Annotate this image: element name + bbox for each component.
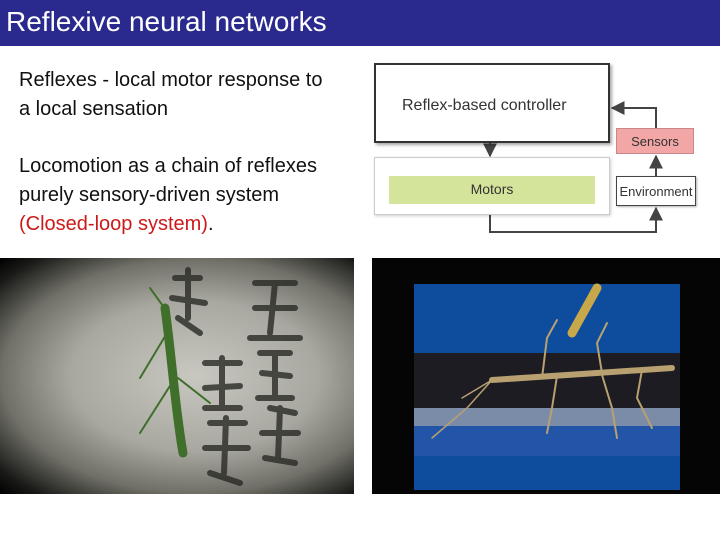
motors-to-environment-arrow [489,206,663,233]
motors-bar: Motors [389,176,595,204]
paragraph-reflexes-line1: Reflexes - local motor response to [19,69,323,91]
paragraph-locomotion-line3: (Closed-loop system). [19,210,317,239]
stick-insect-illustration [414,283,680,490]
stick-insect-photo [372,258,720,494]
stone-inscription-illustration [139,267,303,486]
slide-title: Reflexive neural networks [6,6,327,37]
sensors-label: Sensors [631,134,679,149]
reflex-loop-diagram: Reflex-based controller Motors Sensors E… [372,62,702,242]
paragraph-locomotion-line1: Locomotion as a chain of reflexes [19,155,317,177]
motors-box: Motors [374,157,610,215]
sensors-box: Sensors [616,128,694,154]
paragraph-reflexes-line2: a local sensation [19,98,168,120]
controller-box: Reflex-based controller [374,63,610,143]
motors-label: Motors [470,181,514,197]
closing-period: . [207,213,214,235]
paragraph-locomotion: Locomotion as a chain of reflexes purely… [19,152,317,239]
closed-loop-text: (Closed-loop system) [19,213,208,235]
environment-label: Environment [619,184,693,199]
paragraph-reflexes: Reflexes - local motor response to a loc… [19,66,322,124]
diagram-connectors [483,101,663,233]
sensors-to-controller-arrow [610,101,657,128]
environment-box: Environment [616,176,696,206]
paragraph-locomotion-line2: purely sensory-driven system [19,184,280,206]
stone-inscription-photo [0,258,354,494]
controller-label: Reflex-based controller [402,97,567,114]
title-bar: Reflexive neural networks [0,0,720,46]
